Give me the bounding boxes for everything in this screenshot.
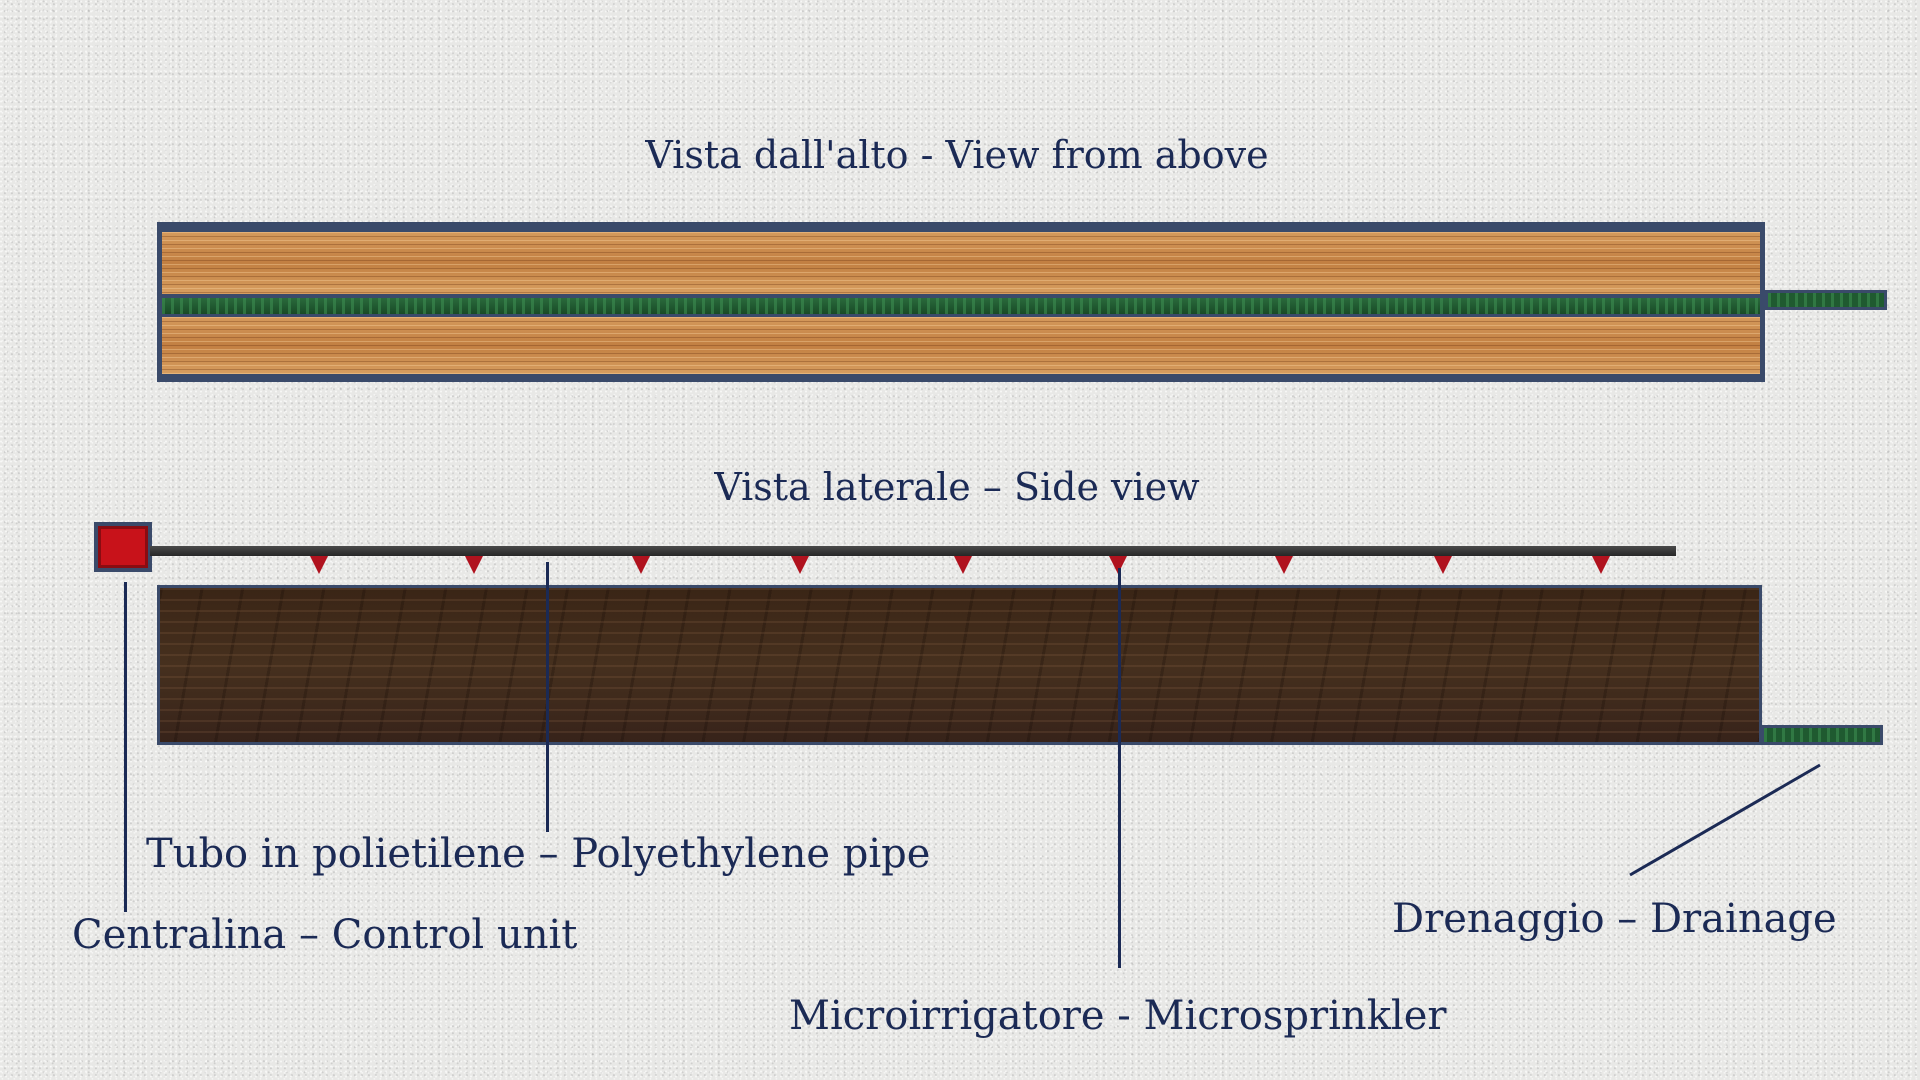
top-view-green-strip	[162, 298, 1760, 314]
top-view-title: Vista dall'alto - View from above	[645, 133, 1269, 177]
microsprinkler-icon	[954, 556, 972, 574]
top-view-wood-lower	[162, 317, 1760, 374]
microsprinkler-icon	[1434, 556, 1452, 574]
polyethylene-pipe	[150, 546, 1676, 556]
microsprinkler-icon	[310, 556, 328, 574]
control-unit-label: Centralina – Control unit	[72, 912, 578, 958]
top-view-drain	[1765, 290, 1887, 310]
microsprinkler-icon	[791, 556, 809, 574]
side-view-title: Vista laterale – Side view	[714, 465, 1200, 509]
side-view-planter	[157, 585, 1762, 745]
microsprinkler-label: Microirrigatore - Microsprinkler	[789, 993, 1447, 1039]
control-unit	[94, 522, 152, 572]
microsprinkler-icon	[1592, 556, 1610, 574]
pipe-label: Tubo in polietilene – Polyethylene pipe	[146, 831, 931, 877]
microsprinkler-icon	[1275, 556, 1293, 574]
microsprinkler-leader	[1118, 568, 1121, 968]
pipe-leader	[546, 562, 549, 832]
microsprinkler-icon	[632, 556, 650, 574]
top-view-planter	[157, 222, 1765, 382]
microsprinkler-icon	[1109, 556, 1127, 574]
drainage-leader	[1629, 763, 1821, 877]
top-view-wood-upper	[162, 232, 1760, 294]
microsprinkler-icon	[465, 556, 483, 574]
control-unit-leader	[124, 582, 127, 912]
side-view-drain	[1761, 725, 1883, 745]
drainage-label: Drenaggio – Drainage	[1392, 896, 1837, 942]
